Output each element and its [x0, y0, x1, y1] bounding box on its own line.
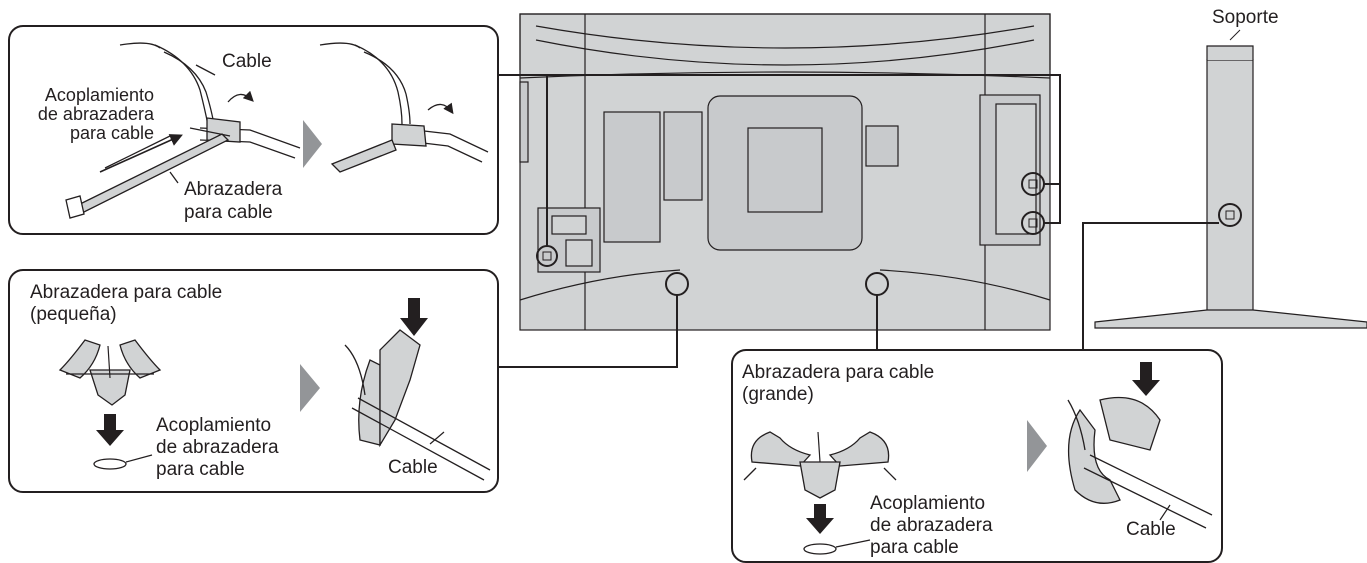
label-cable-2: Cable — [388, 457, 438, 478]
label-acoplamiento-1b: de abrazadera — [37, 104, 154, 124]
label-acoplamiento-3c: para cable — [870, 537, 959, 558]
stand-view — [1094, 29, 1367, 329]
label-acoplamiento-2b: de abrazadera — [156, 437, 279, 458]
label-title-large-a: Abrazadera para cable — [742, 362, 935, 383]
label-acoplamiento-2a: Acoplamiento — [156, 415, 272, 436]
label-cable-3: Cable — [1126, 519, 1176, 540]
label-title-large-b: (grande) — [742, 384, 814, 405]
label-acoplamiento-1c: para cable — [69, 123, 154, 143]
label-acoplamiento-3a: Acoplamiento — [870, 493, 986, 514]
tv-back-view — [519, 13, 1051, 331]
label-cable-1: Cable — [222, 51, 272, 72]
leader-lines — [498, 74, 1219, 368]
down-arrow — [1132, 380, 1160, 396]
step-arrow — [303, 120, 322, 168]
stand-attach-circle — [1218, 203, 1242, 227]
label-acoplamiento-2c: para cable — [156, 459, 245, 480]
step-arrow — [300, 364, 320, 412]
label-abrazadera-1a: Abrazadera — [184, 179, 283, 200]
panel-clamp-large — [731, 349, 1223, 563]
down-arrow — [806, 518, 834, 534]
panel-clamp-small — [8, 269, 499, 493]
down-arrow — [96, 430, 124, 446]
label-title-small-b: (pequeña) — [30, 304, 117, 325]
label-acoplamiento-3b: de abrazadera — [870, 515, 993, 536]
label-acoplamiento-1a: Acoplamiento — [44, 85, 154, 105]
stand-pillar — [1206, 59, 1254, 319]
label-title-small-a: Abrazadera para cable — [30, 282, 223, 303]
panel-tie-wrap — [8, 25, 499, 235]
label-abrazadera-1b: para cable — [184, 202, 273, 223]
step-arrow — [1027, 420, 1047, 472]
down-arrow — [400, 318, 428, 336]
label-soporte: Soporte — [1212, 7, 1279, 28]
